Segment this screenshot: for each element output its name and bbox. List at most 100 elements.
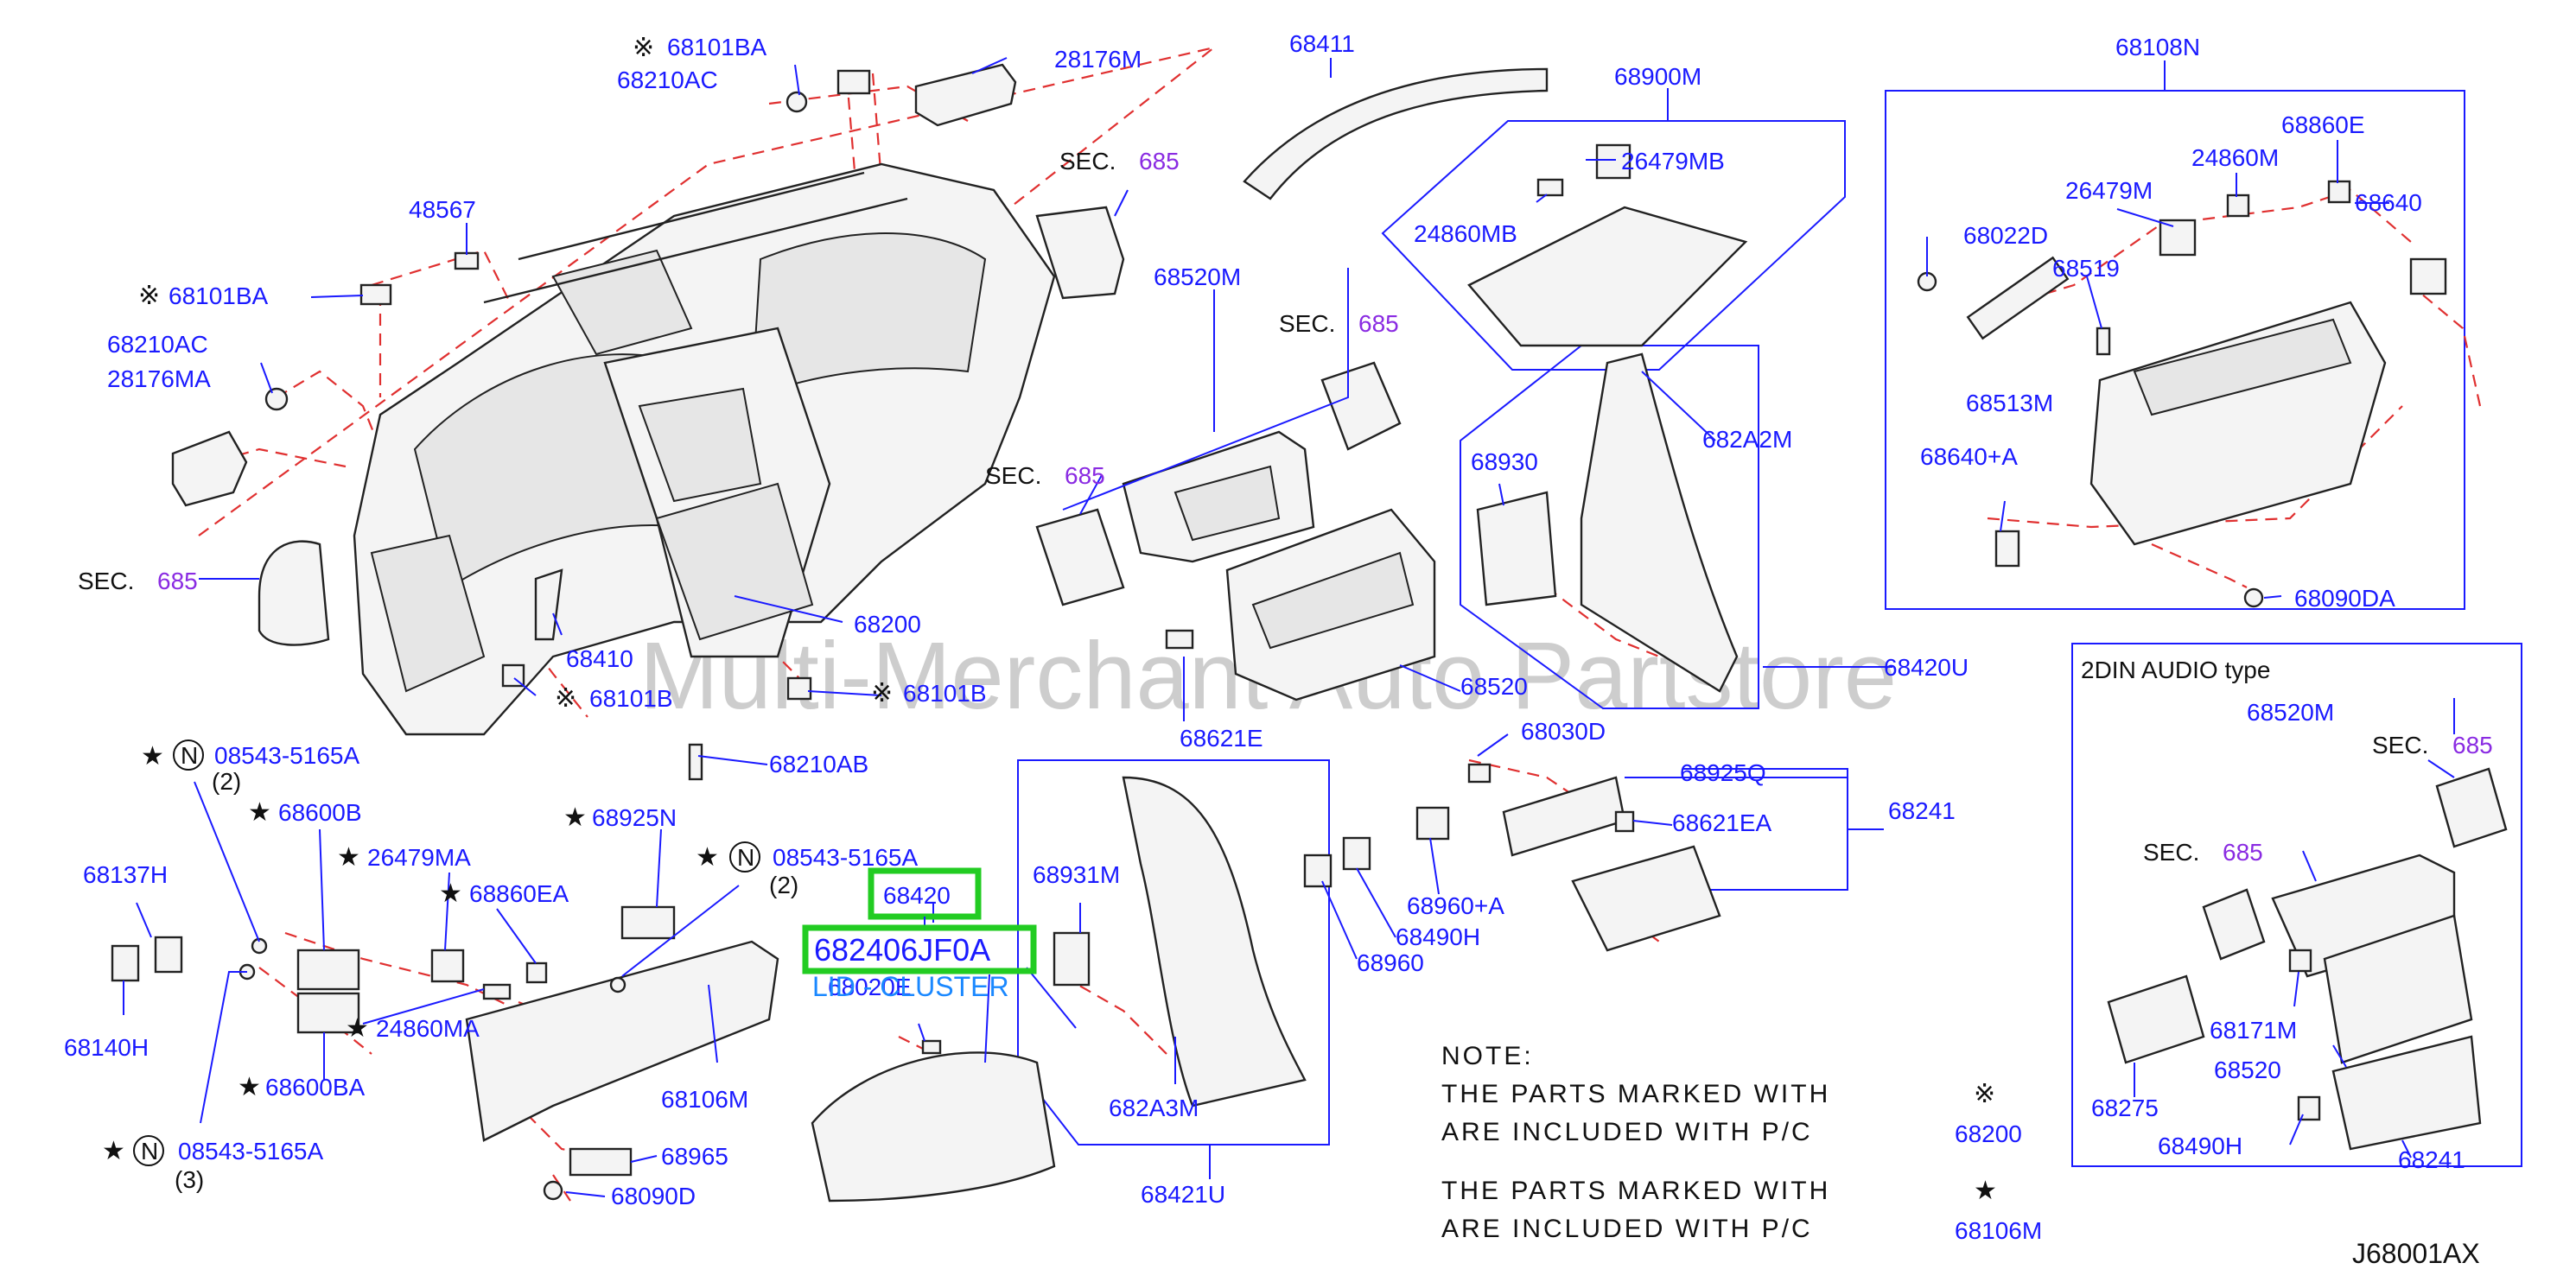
part-68900M-box [1467, 143, 1748, 347]
part-682A2M-panel [1580, 352, 1739, 693]
part-68420-lid [811, 1051, 1056, 1203]
callout-48567: 48567 [409, 196, 476, 223]
note-line-1: THE PARTS MARKED WITH [1441, 1080, 1830, 1108]
star-1: ★ [141, 741, 164, 771]
callout-68420U: 68420U [1884, 654, 1969, 681]
callout-68860E: 68860E [2281, 111, 2365, 138]
note-kome: ※ [1974, 1079, 1995, 1109]
note-title: NOTE: [1441, 1042, 1534, 1070]
sec-number-2din-top: 685 [2452, 732, 2493, 758]
callout-68030D: 68030D [1521, 718, 1606, 745]
note-line-4: ARE INCLUDED WITH P/C [1441, 1215, 1813, 1243]
callout-24860M: 24860M [2191, 144, 2279, 171]
callout-682A3M: 682A3M [1109, 1095, 1199, 1121]
callout-68275: 68275 [2091, 1095, 2159, 1121]
callout-68965: 68965 [661, 1143, 728, 1170]
callout-68421U: 68421U [1141, 1181, 1225, 1208]
part-2din-audio [2107, 767, 2508, 1151]
sec-label-left: SEC. [78, 568, 134, 594]
star-5: ★ [696, 842, 719, 873]
box-2din [2071, 643, 2522, 1167]
part-left-vent [258, 540, 330, 646]
highlight-box-replacement[interactable] [802, 924, 1037, 974]
callout-68490H-2din: 68490H [2158, 1133, 2242, 1159]
part-68621E-clip [1165, 629, 1194, 650]
part-68520-radio [1225, 508, 1436, 701]
note-ref-2: 68106M [1955, 1217, 2042, 1244]
callout-26479MB: 26479MB [1621, 148, 1725, 175]
callout-68101B-left: 68101B [589, 685, 673, 712]
n-symbol-1: N [181, 742, 198, 769]
callout-labels: ※ 68101BA 68210AC 28176M 68411 68900M 68… [64, 30, 2493, 1209]
part-68520M-bezel [1122, 430, 1315, 563]
n-circle-2 [729, 841, 760, 873]
note-ref-1: 68200 [1955, 1120, 2022, 1147]
qty-3: (3) [175, 1166, 204, 1193]
sec-label-2din-mid: SEC. [2143, 839, 2199, 866]
highlight-part-number[interactable]: 68420 [883, 882, 951, 909]
part-68241-switches [1303, 763, 1721, 952]
box-68900M [1381, 120, 1846, 371]
callout-68200: 68200 [854, 611, 921, 638]
part-center-vent-top [1035, 206, 1125, 300]
sec-number-2din-mid: 685 [2223, 839, 2263, 866]
box-68108N [1885, 90, 2465, 610]
callout-68210AC-top: 68210AC [617, 67, 718, 93]
part-68106M-panel [465, 940, 779, 1142]
sec-number-top: 685 [1139, 148, 1180, 175]
qty-1: (2) [212, 768, 241, 795]
sec-label-center: SEC. [985, 462, 1041, 489]
part-68421U-panel [1053, 776, 1307, 1107]
callout-68410: 68410 [566, 645, 633, 672]
callout-68931M: 68931M [1033, 861, 1120, 888]
callout-68490H: 68490H [1396, 923, 1480, 950]
callout-68640: 68640 [2355, 189, 2422, 216]
part-28176M-lid [914, 63, 1017, 127]
box-68421U [1017, 759, 1330, 1146]
callout-08543-5165A-3: 08543-5165A [178, 1138, 323, 1165]
part-28176MA-lid [171, 430, 248, 507]
star-6: ★ [439, 879, 462, 909]
callout-68137H: 68137H [83, 861, 168, 888]
callout-68101BA-left: 68101BA [169, 282, 269, 309]
highlighted-part[interactable]: 68420 682406JF0A LID - CLUSTER [802, 867, 1037, 1002]
kome-symbol-4: ※ [871, 678, 893, 708]
callout-68860EA: 68860EA [469, 880, 569, 907]
callout-24860MB: 24860MB [1414, 220, 1517, 247]
callout-24860MA: 24860MA [376, 1015, 480, 1042]
n-symbol-3: N [141, 1138, 158, 1165]
callout-08543-5165A-1: 08543-5165A [214, 742, 359, 769]
star-2: ★ [248, 797, 271, 828]
callout-28176MA: 28176MA [107, 365, 211, 392]
part-68410-bracket [534, 568, 563, 641]
callout-68960A: 68960+A [1407, 892, 1504, 919]
callout-68925Q: 68925Q [1680, 759, 1766, 786]
callout-68513M: 68513M [1966, 390, 2053, 416]
part-clips-low-left [111, 905, 942, 1201]
callout-68621EA: 68621EA [1672, 809, 1772, 836]
callout-68101BA-top: 68101BA [667, 34, 767, 60]
callout-68960: 68960 [1357, 949, 1424, 976]
callout-26479M: 26479M [2065, 177, 2153, 204]
sec-label-2din-top: SEC. [2372, 732, 2428, 758]
callout-28176M: 28176M [1054, 46, 1142, 73]
callout-68930: 68930 [1471, 448, 1538, 475]
callout-68090DA: 68090DA [2294, 585, 2395, 612]
callout-68520-top: 68520 [1460, 673, 1528, 700]
callout-68140H: 68140H [64, 1034, 149, 1061]
callout-68640A: 68640+A [1920, 443, 2018, 470]
qty-2: (2) [769, 872, 798, 898]
callout-26479MA: 26479MA [367, 844, 471, 871]
part-68200-frame [655, 482, 814, 641]
callout-68108N: 68108N [2115, 34, 2200, 60]
note-line-2: ARE INCLUDED WITH P/C [1441, 1118, 1813, 1146]
part-vent-right [1320, 361, 1402, 451]
callout-68210AB: 68210AB [769, 751, 868, 777]
part-68411-strip [1243, 67, 1549, 200]
callout-68519: 68519 [2052, 255, 2120, 282]
callout-68020E: 68020E [828, 974, 912, 1000]
callout-68241-right: 68241 [1888, 797, 1956, 824]
highlight-replacement-number[interactable]: 682406JF0A [814, 932, 990, 968]
part-68108N-glovebox [1917, 180, 2447, 608]
